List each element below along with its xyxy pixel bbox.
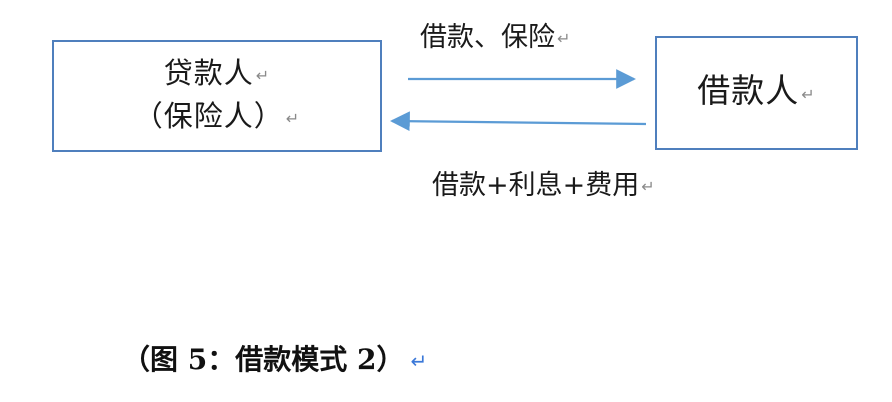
backward-edge-label: 借款+利息+费用↵ bbox=[432, 170, 655, 201]
paragraph-mark-icon: ↵ bbox=[801, 85, 816, 104]
paragraph-mark-icon: ↵ bbox=[285, 109, 301, 128]
backward-arrow bbox=[390, 111, 647, 132]
forward-edge-label: 借款、保险↵ bbox=[420, 22, 571, 53]
lender-box: 贷款人↵ （保险人）↵ bbox=[52, 40, 382, 152]
figure-caption: （图 5：借款模式 2）↵ bbox=[122, 343, 428, 376]
lender-label: 贷款人↵ bbox=[163, 56, 271, 90]
paragraph-mark-icon: ↵ bbox=[557, 29, 571, 48]
borrower-box: 借款人↵ bbox=[655, 36, 858, 150]
borrower-label: 借款人↵ bbox=[697, 71, 816, 110]
paragraph-mark-icon: ↵ bbox=[641, 177, 655, 196]
paragraph-mark-icon: ↵ bbox=[410, 349, 428, 373]
insurer-label: （保险人）↵ bbox=[133, 99, 301, 133]
paragraph-mark-icon: ↵ bbox=[255, 66, 271, 85]
